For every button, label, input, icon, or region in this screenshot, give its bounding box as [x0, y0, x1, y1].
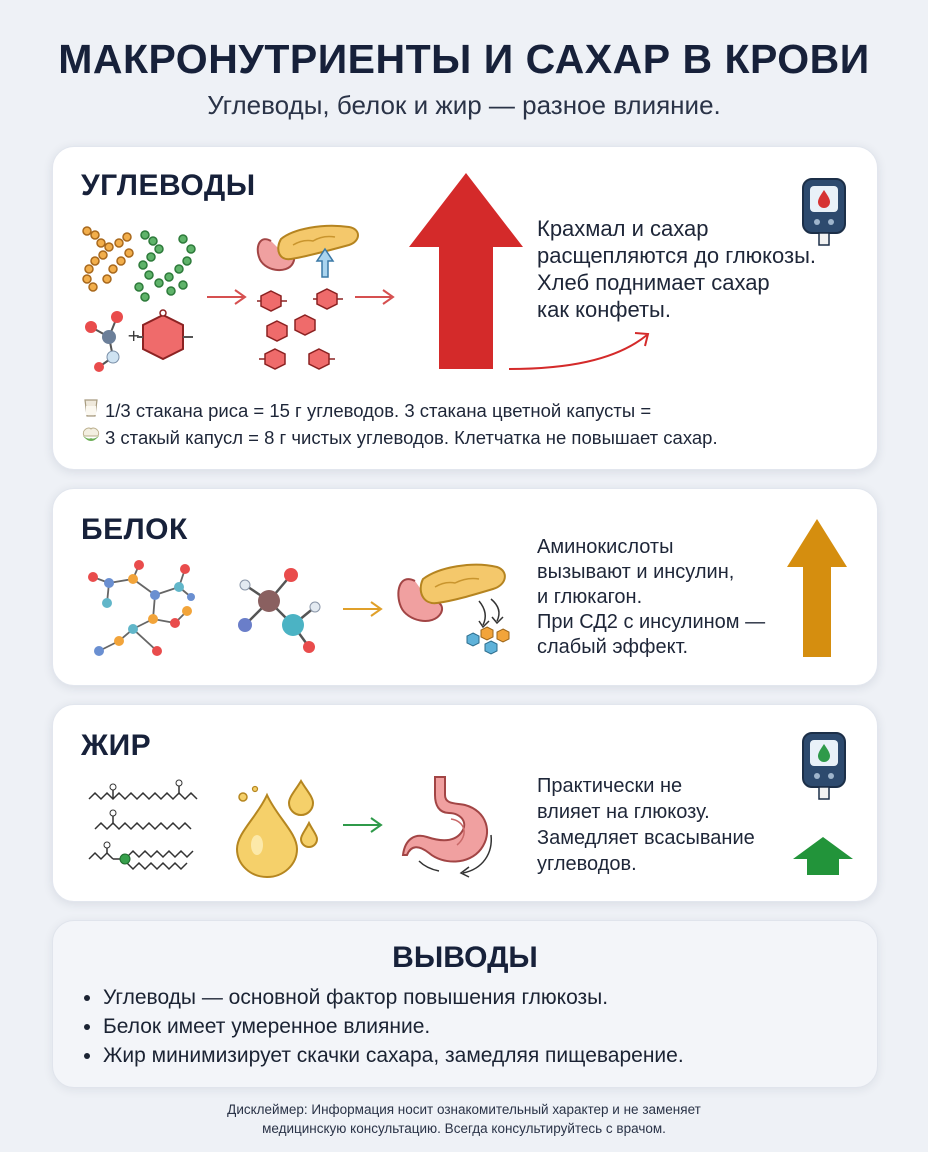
carbs-footnote-1: 1/3 стакана риса = 15 г углеводов. 3 ста…: [81, 397, 651, 422]
carbs-description: Крахмал и сахар расщепляются до глюкозы.…: [537, 216, 817, 322]
pancreas-icon: [256, 224, 359, 272]
fat-description: Практически не влияет на глюкозу. Замедл…: [537, 775, 755, 875]
list-item: Белок имеет умеренное влияние.: [103, 1012, 684, 1041]
fatty-acid-chains-icon: [88, 779, 198, 871]
oil-drops-icon: [235, 779, 319, 878]
amino-acid-chain-icon: [88, 560, 195, 656]
carbs-title: УГЛЕВОДЫ: [81, 169, 256, 202]
rice-cup-icon: [81, 397, 101, 422]
disclaimer: Дисклеймер: Информация носит ознакомител…: [227, 1102, 701, 1136]
fat-title: ЖИР: [81, 729, 152, 762]
arrow-right-icon: [355, 289, 395, 305]
cauliflower-icon: [81, 424, 101, 449]
moderate-rise-arrow-icon: [787, 519, 847, 657]
arrow-right-icon: [343, 817, 383, 833]
carbs-card: УГЛЕВОДЫ +: [52, 146, 878, 470]
conclusions-card: ВЫВОДЫ Углеводы — основной фактор повыше…: [52, 920, 878, 1088]
stomach-icon: [401, 776, 492, 878]
curved-arrow-icon: [508, 332, 650, 370]
glucose-rise-arrow-icon: [409, 173, 523, 369]
starch-chains-icon: [82, 226, 196, 302]
pancreas-hormones-icon: [397, 563, 510, 655]
protein-description: Аминокислоты вызывают и инсулин, и глюка…: [537, 536, 766, 658]
page-subtitle: Углеводы, белок и жир — разное влияние.: [207, 90, 721, 120]
carbs-footnote-2: 3 стакый капусл = 8 г чистых углеводов. …: [81, 424, 718, 449]
minimal-rise-arrow-icon: [793, 837, 853, 875]
glucose-molecule-icon: +: [85, 309, 193, 372]
glucometer-icon: [802, 178, 846, 246]
glucometer-icon: [802, 732, 846, 800]
arrow-right-icon: [343, 601, 383, 617]
protein-title: БЕЛОК: [81, 513, 188, 546]
glucose-hexagons-icon: [257, 288, 343, 370]
arrow-right-icon: [207, 289, 247, 305]
fat-card: ЖИР: [52, 704, 878, 902]
protein-card: БЕЛОК: [52, 488, 878, 686]
page-title: МАКРОНУТРИЕНТЫ И САХАР В КРОВИ: [58, 36, 870, 82]
insulin-up-icon: [315, 247, 335, 278]
svg-text:+: +: [127, 326, 140, 345]
list-item: Жир минимизирует скачки сахара, замедляя…: [103, 1041, 684, 1070]
amino-acid-molecule-icon: [238, 568, 321, 653]
conclusions-list: Углеводы — основной фактор повышения глю…: [77, 983, 684, 1070]
conclusions-title: ВЫВОДЫ: [392, 941, 538, 974]
list-item: Углеводы — основной фактор повышения глю…: [103, 983, 684, 1012]
